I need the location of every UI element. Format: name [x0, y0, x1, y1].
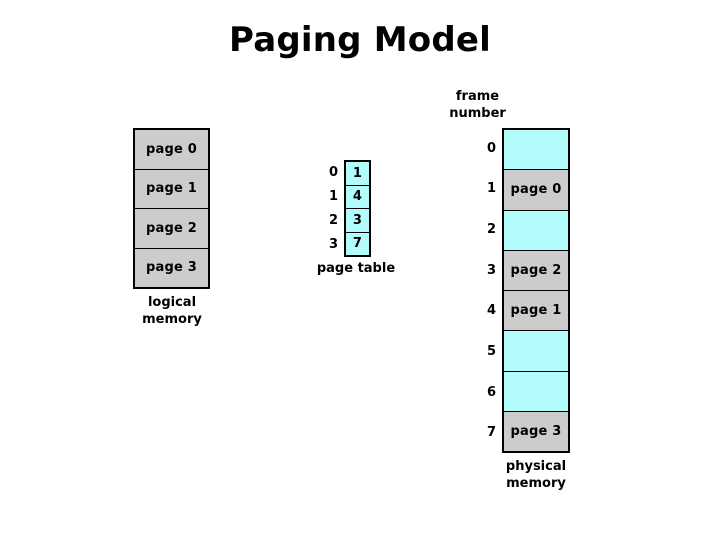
page-table-index-column: 0 1 2 3	[310, 160, 338, 257]
logical-memory-caption-line1: logical	[147, 295, 197, 310]
frame-number-header: frame number	[420, 88, 535, 122]
physical-memory-frame-6	[504, 371, 568, 412]
page-table-index-0: 0	[328, 164, 338, 180]
physical-memory-caption-line1: physical	[505, 459, 567, 474]
physical-memory-caption-line2: memory	[506, 476, 566, 491]
page-table-caption: page table	[316, 261, 396, 276]
logical-memory-caption-line2: memory	[142, 312, 202, 327]
page-table-entry-1: 4	[346, 185, 369, 209]
frame-number-index-0: 0	[486, 140, 496, 156]
frame-number-index-3: 3	[486, 262, 496, 278]
physical-memory-caption: physical memory	[477, 458, 595, 492]
physical-memory-frame-5	[504, 331, 568, 372]
physical-memory-frame-4: page 1	[504, 291, 568, 332]
physical-memory-frame-7: page 3	[504, 411, 568, 451]
frame-number-header-line2: number	[449, 106, 506, 121]
frame-number-index-6: 6	[486, 384, 496, 400]
page-table-index-3: 3	[328, 237, 338, 253]
page-table-index-1: 1	[328, 188, 338, 204]
frame-number-index-5: 5	[486, 343, 496, 359]
logical-memory-cell-1: page 1	[135, 169, 208, 209]
frame-number-header-line1: frame	[455, 89, 500, 104]
frame-number-index-4: 4	[486, 303, 496, 319]
page-title: Paging Model	[229, 20, 491, 60]
logical-memory-caption: logical memory	[113, 294, 231, 328]
physical-memory-frame-3: page 2	[504, 250, 568, 291]
page-table-entry-0: 1	[346, 162, 369, 186]
frame-number-index-7: 7	[486, 425, 496, 441]
frame-number-index-column: 0 1 2 3 4 5 6 7	[472, 128, 496, 453]
physical-memory-frame-1: page 0	[504, 170, 568, 211]
frame-number-index-2: 2	[486, 222, 496, 238]
logical-memory-cell-2: page 2	[135, 209, 208, 249]
physical-memory-frame-0	[504, 130, 568, 171]
logical-memory-cell-3: page 3	[135, 248, 208, 287]
page-table-index-2: 2	[328, 213, 338, 229]
logical-memory-cell-0: page 0	[135, 130, 208, 170]
page-table-entry-2: 3	[346, 209, 369, 233]
page-table-entry-3: 7	[346, 232, 369, 255]
frame-number-index-1: 1	[486, 181, 496, 197]
physical-memory-frame-2	[504, 210, 568, 251]
